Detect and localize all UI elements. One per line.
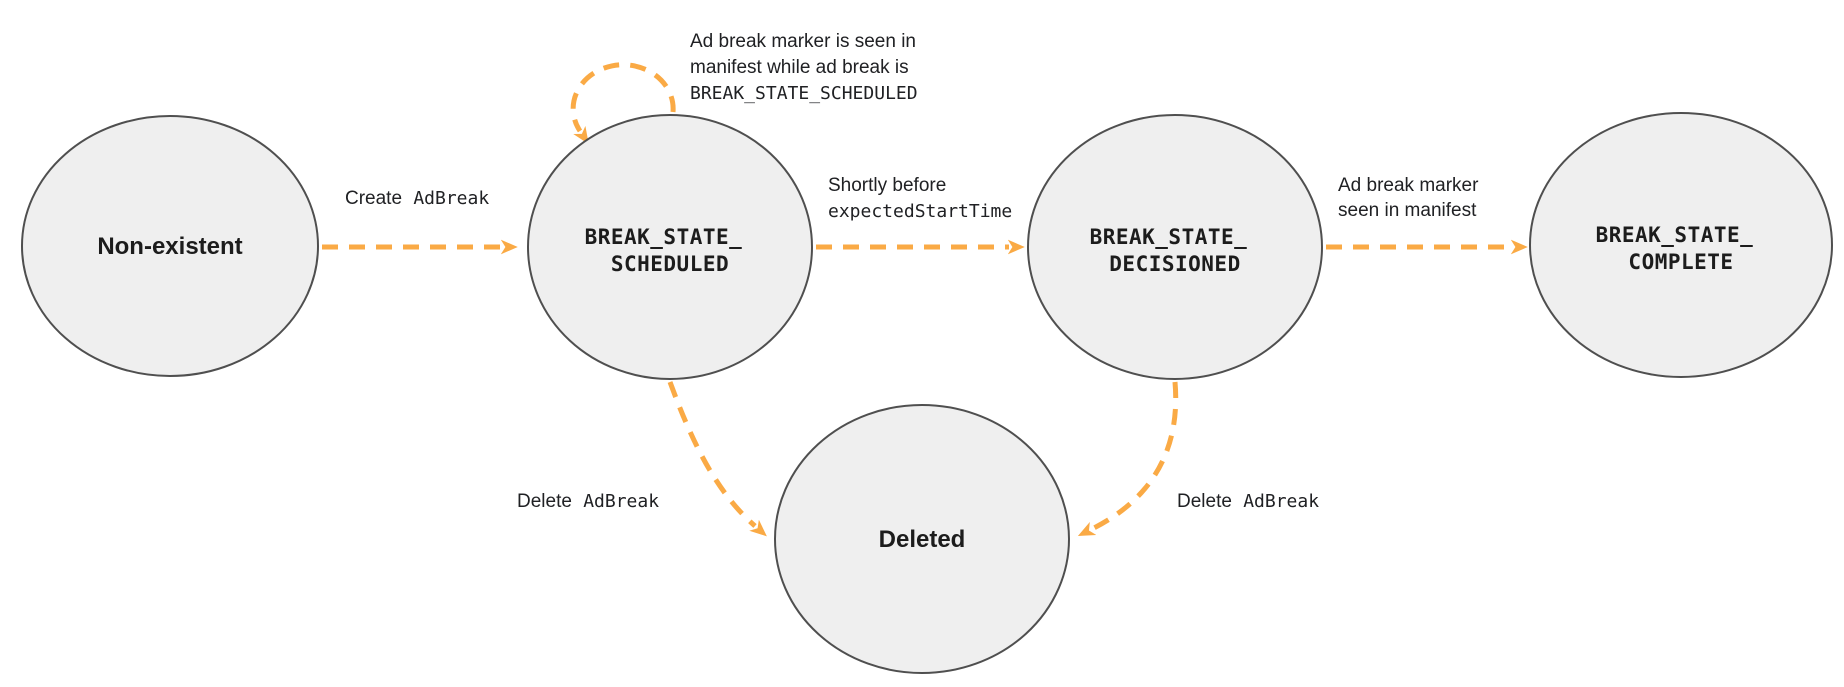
state-label-complete: BREAK_STATE_ COMPLETE [1596, 223, 1767, 274]
edge-label-delete-right-code: AdBreak [1243, 491, 1319, 512]
edge-self-loop-scheduled [570, 62, 676, 145]
state-label-nonexistent: Non-existent [97, 233, 242, 260]
state-label-scheduled: BREAK_STATE_ SCHEDULED [585, 225, 756, 276]
edge-label-create-plain: Create [345, 188, 402, 209]
edge-label-create-code: AdBreak [413, 188, 489, 209]
edge-label-to-complete-line1: Ad break marker [1338, 175, 1479, 196]
state-node-decisioned [1027, 114, 1323, 380]
state-node-nonexistent [21, 115, 319, 377]
edge-label-to-decisioned: Shortly before expectedStartTime [828, 175, 1012, 222]
edge-label-self-loop: Ad break marker is seen in manifest whil… [690, 31, 921, 104]
edge-label-to-decisioned-line2: expectedStartTime [828, 201, 1012, 222]
edge-label-delete-right-plain: Delete [1177, 491, 1232, 512]
state-node-complete [1529, 112, 1833, 378]
edge-label-self-loop-line2: manifest while ad break is [690, 57, 909, 78]
state-label-complete-line1: BREAK_STATE_ [1596, 223, 1754, 247]
edge-label-to-complete: Ad break marker seen in manifest [1338, 175, 1484, 221]
edge-decisioned-to-deleted [1077, 381, 1179, 537]
edge-label-create-adbreak: Create AdBreak [345, 188, 489, 209]
edge-label-self-loop-line1: Ad break marker is seen in [690, 31, 916, 52]
edge-label-to-complete-line2: seen in manifest [1338, 200, 1477, 221]
edge-scheduled-to-deleted [667, 381, 767, 537]
state-label-decisioned-line2: DECISIONED [1109, 252, 1240, 276]
state-label-deleted: Deleted [879, 526, 966, 553]
edge-label-delete-left: Delete AdBreak [517, 491, 659, 512]
edge-label-delete-right: Delete AdBreak [1177, 491, 1319, 512]
edge-label-delete-left-code: AdBreak [583, 491, 659, 512]
state-node-scheduled [527, 114, 813, 380]
state-node-deleted [774, 404, 1070, 674]
state-label-decisioned-line1: BREAK_STATE_ [1090, 225, 1248, 249]
edge-label-delete-left-plain: Delete [517, 491, 572, 512]
edge-label-to-decisioned-line1: Shortly before [828, 175, 946, 196]
state-label-decisioned: BREAK_STATE_ DECISIONED [1090, 225, 1261, 276]
state-label-scheduled-line2: SCHEDULED [611, 252, 729, 276]
edge-label-self-loop-line3: BREAK_STATE_SCHEDULED [690, 83, 918, 104]
state-label-complete-line2: COMPLETE [1628, 250, 1733, 274]
state-label-scheduled-line1: BREAK_STATE_ [585, 225, 743, 249]
